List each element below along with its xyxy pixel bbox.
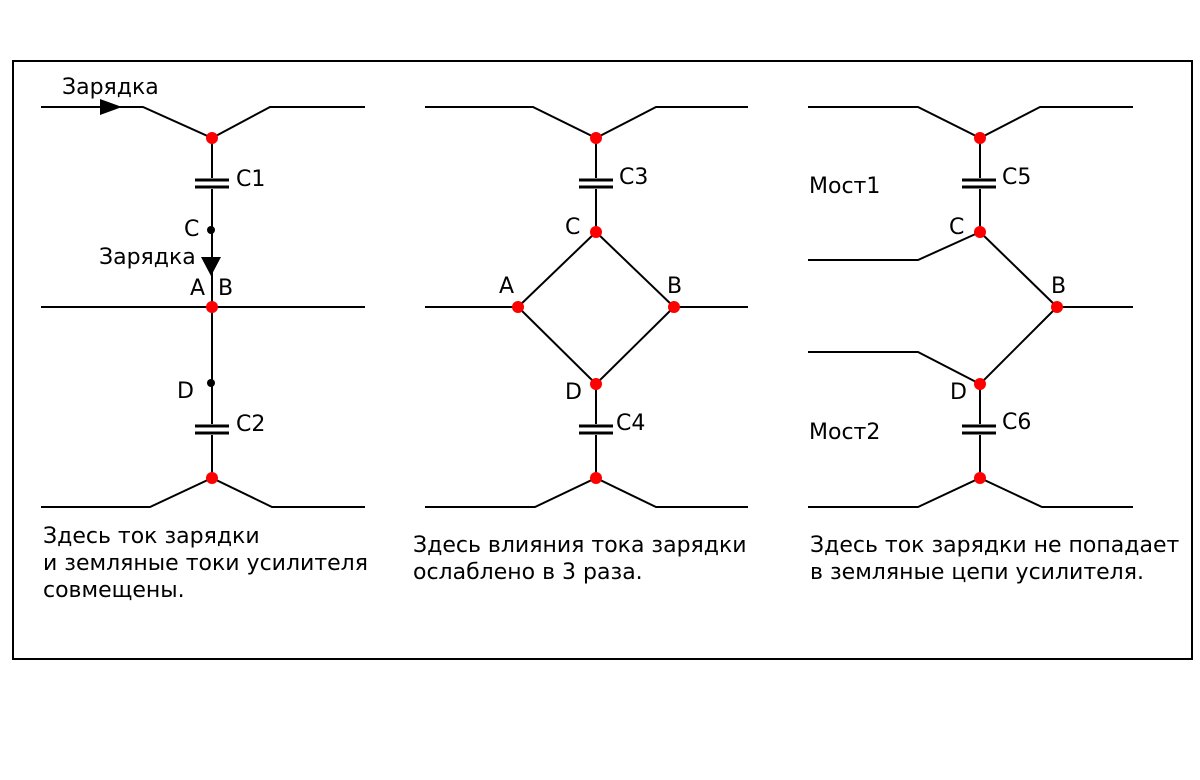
junction-top-3	[974, 132, 986, 144]
circuit-2-bridge: C3 C A B D C4 Здесь влияния тока зарядки…	[413, 106, 748, 585]
node-c-label-2: C	[565, 215, 580, 240]
capacitor-c1-label: C1	[236, 167, 265, 192]
caption-2-line-2: ослаблено в 3 раза.	[413, 560, 643, 585]
wire-bottom-2	[425, 476, 748, 508]
junction-bottom-2	[590, 472, 602, 484]
circuit-1-combined: Зарядка C1 C Зарядка A B D C2 Здесь ток …	[41, 75, 368, 603]
junction-bottom-3	[974, 472, 986, 484]
junction-b-2	[668, 301, 680, 313]
junction-bottom-1	[206, 472, 218, 484]
caption-3-line-2: в земляные цепи усилителя.	[810, 560, 1144, 585]
junction-c-3	[974, 226, 986, 238]
caption-1-line-1: Здесь ток зарядки	[43, 524, 260, 549]
node-d-label-3: D	[950, 380, 967, 405]
circuit-3-two-bridges: Мост1 C5 C B D Мост2 C6 Здесь ток зарядк…	[808, 106, 1179, 585]
bridge1-label: Мост1	[809, 174, 880, 199]
diagram-border	[12, 60, 1193, 660]
node-d-label: D	[177, 379, 194, 404]
wire-c-to-b	[979, 231, 1058, 308]
wire-bridge2-left	[808, 351, 981, 385]
node-c-label: C	[184, 217, 199, 242]
junction-top-1	[206, 132, 218, 144]
wire-top-1	[41, 106, 365, 140]
node-a-label-2: A	[499, 274, 514, 299]
junction-a-2	[512, 301, 524, 313]
node-c-label-3: C	[949, 215, 964, 240]
node-b-label: B	[218, 276, 233, 301]
junction-d-3	[974, 378, 986, 390]
charge-current-down-arrow-icon	[201, 257, 221, 276]
wire-top-3	[808, 106, 1133, 140]
capacitor-c3-label: C3	[619, 165, 648, 190]
wire-bridge1-left	[808, 231, 981, 261]
node-b-label-3: B	[1051, 274, 1066, 299]
capacitor-c5-label: C5	[1002, 165, 1031, 190]
capacitor-c2-label: C2	[236, 412, 265, 437]
caption-1-line-3: совмещены.	[43, 578, 185, 603]
wire-top-2	[425, 106, 748, 140]
junction-b-3	[1051, 301, 1063, 313]
wire-b-to-d	[979, 306, 1058, 385]
charge-top-label: Зарядка	[62, 75, 159, 100]
tap-node-c-dot	[207, 226, 215, 234]
caption-1-line-2: и земляные токи усилителя	[43, 551, 368, 576]
capacitor-c6-label: C6	[1002, 410, 1031, 435]
junction-mid-1	[206, 301, 218, 313]
capacitor-c4-label: C4	[616, 411, 645, 436]
node-a-label: A	[190, 276, 205, 301]
node-d-label-2: D	[565, 380, 582, 405]
caption-3-line-1: Здесь ток зарядки не попадает	[810, 533, 1179, 558]
junction-top-2	[590, 132, 602, 144]
junction-d-2	[590, 378, 602, 390]
charge-current-right-arrow-icon	[100, 99, 122, 115]
tap-node-d-dot	[207, 379, 215, 387]
bridge-diamond	[516, 230, 676, 386]
wire-bottom-1	[41, 476, 365, 508]
node-b-label-2: B	[667, 274, 682, 299]
junction-c-2	[590, 226, 602, 238]
caption-2-line-1: Здесь влияния тока зарядки	[413, 533, 747, 558]
wire-bottom-3	[808, 476, 1133, 508]
charge-mid-label: Зарядка	[99, 245, 196, 270]
bridge2-label: Мост2	[809, 420, 880, 445]
